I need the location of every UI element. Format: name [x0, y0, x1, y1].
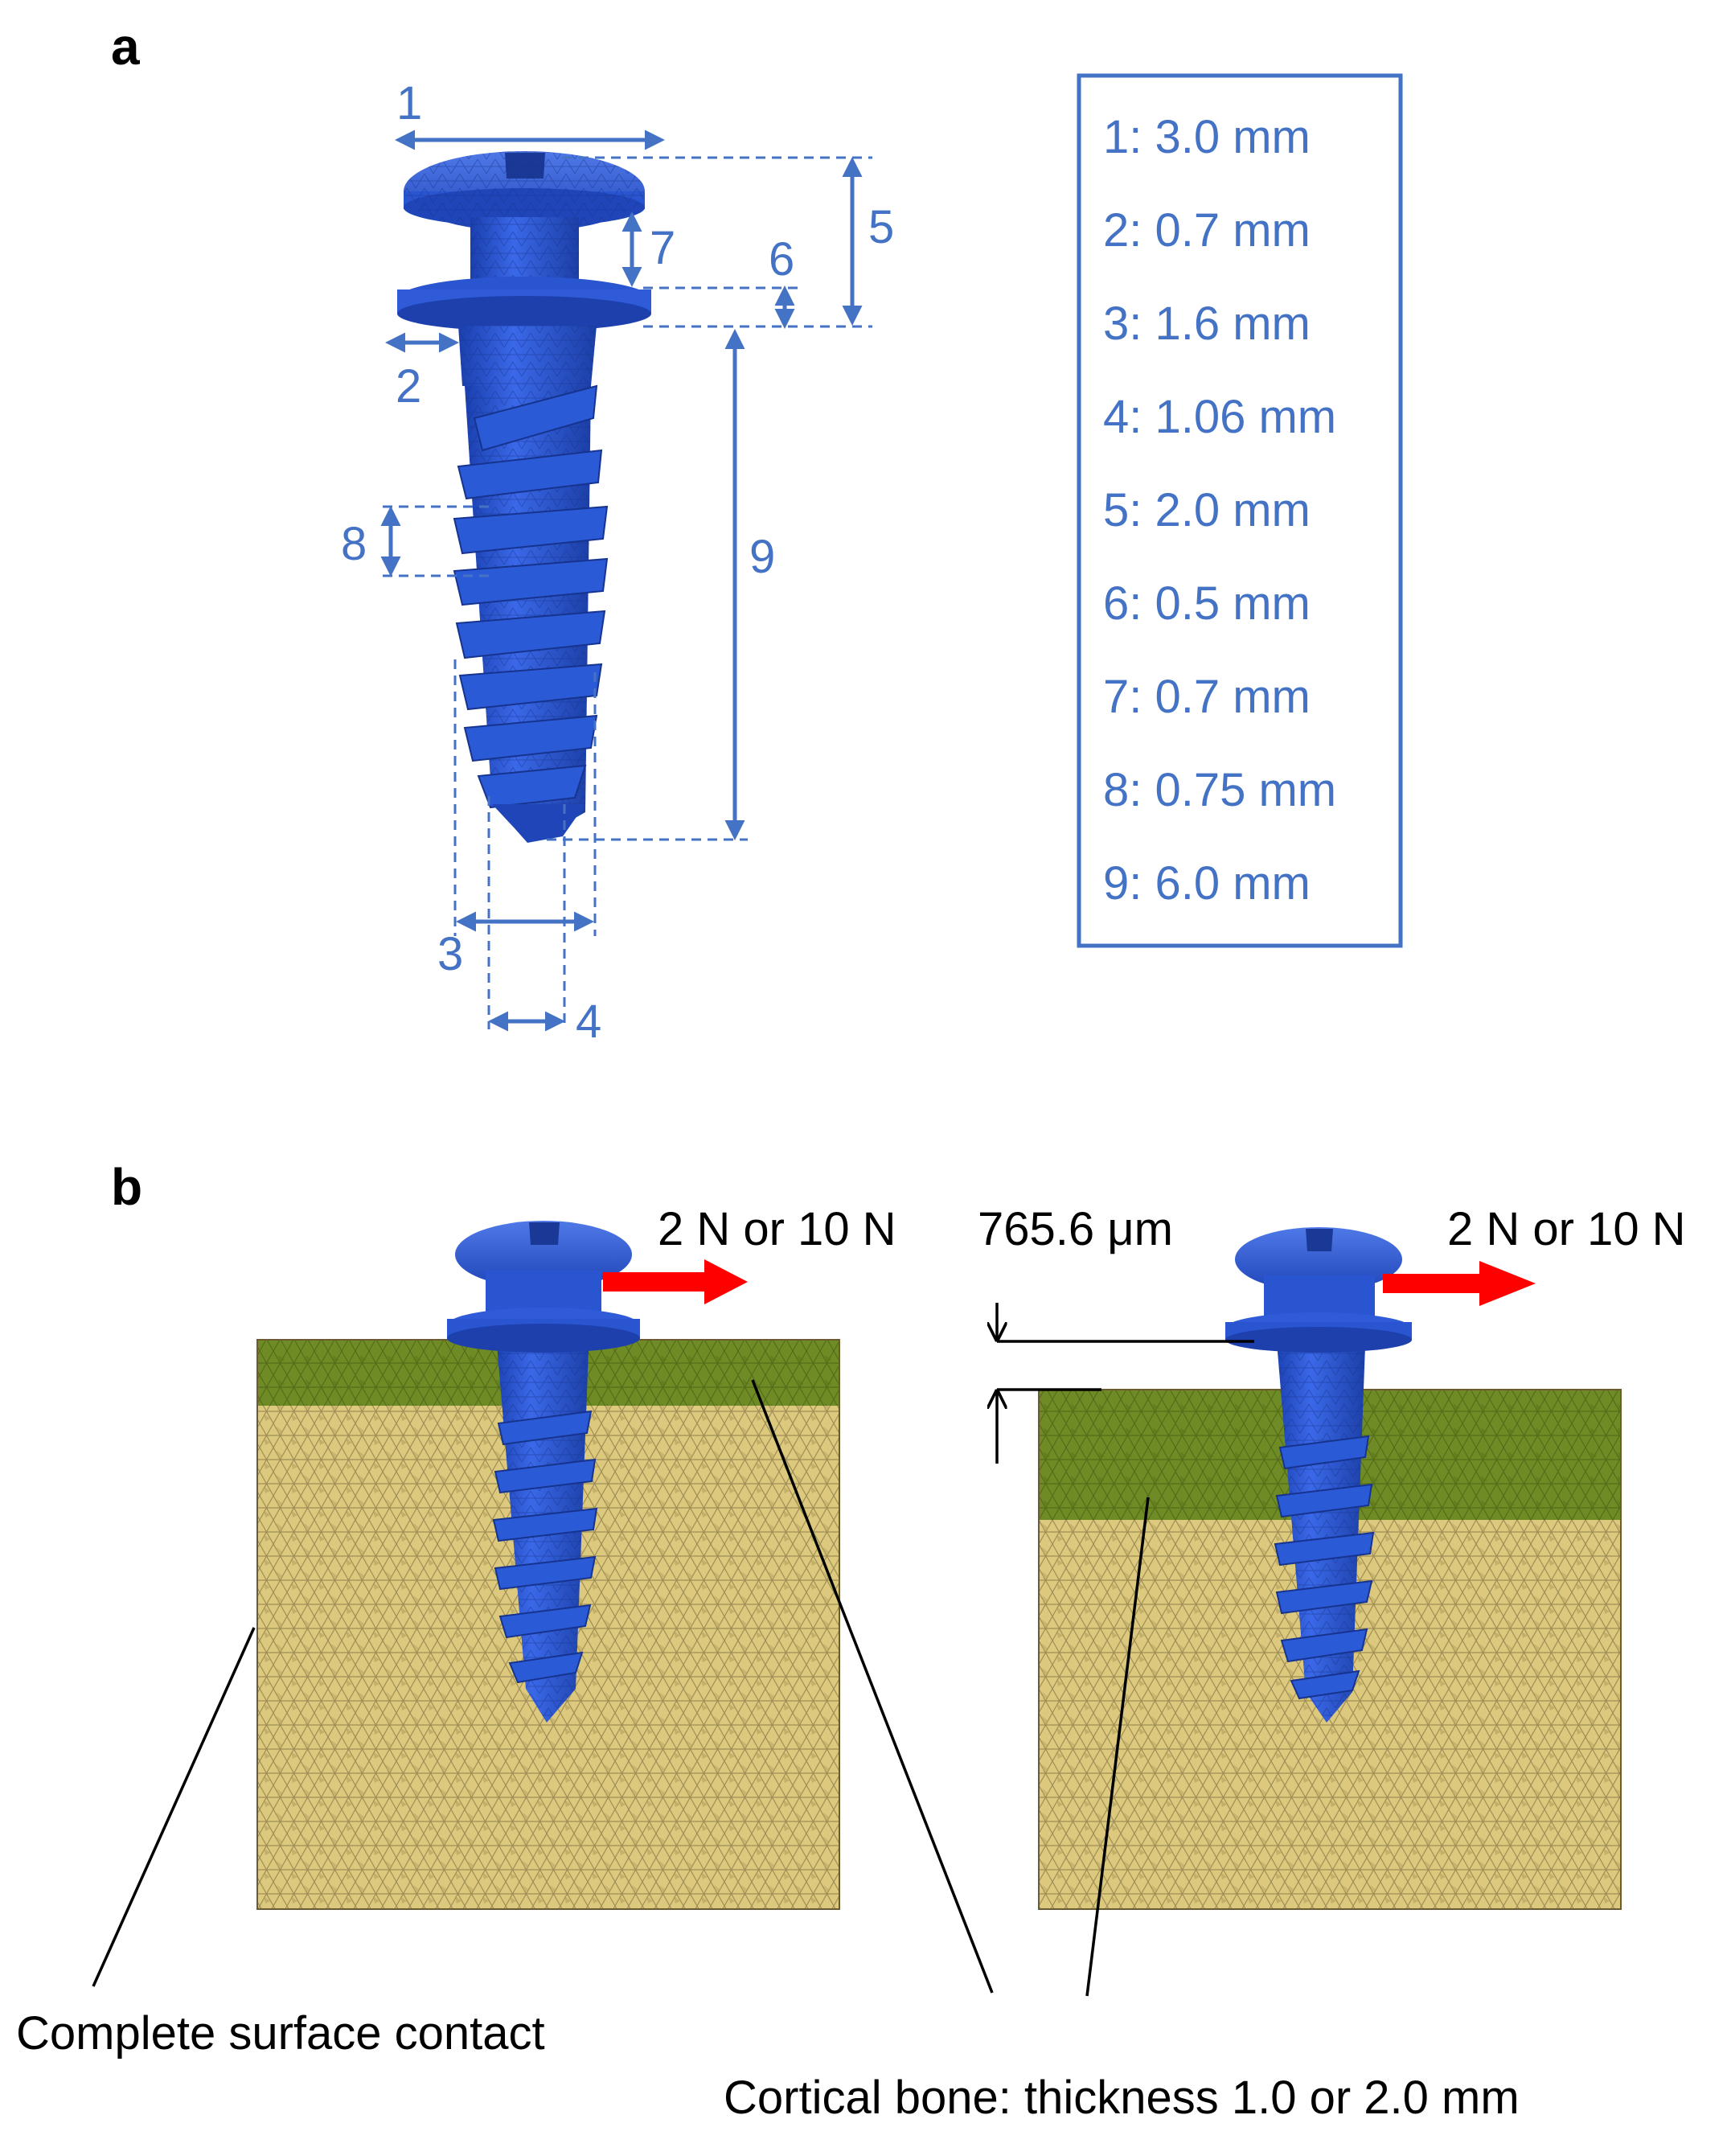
legend-item-9: 9: 6.0 mm	[1103, 857, 1311, 910]
gap-dimension	[997, 1303, 1254, 1464]
force-arrow-left	[603, 1259, 748, 1304]
legend-item-5: 5: 2.0 mm	[1103, 484, 1311, 536]
dim-6-label: 6	[769, 233, 794, 285]
dim-9-label: 9	[749, 531, 775, 583]
screw-left	[447, 1221, 640, 1723]
force-label-right: 2 N or 10 N	[1447, 1203, 1686, 1255]
screw-model-a	[397, 151, 651, 843]
legend-item-2: 2: 0.7 mm	[1103, 204, 1311, 257]
leader-lines	[92, 1379, 1150, 1997]
legend-item-7: 7: 0.7 mm	[1103, 671, 1311, 723]
dimension-legend: 1: 3.0 mm 2: 0.7 mm 3: 1.6 mm 4: 1.06 mm…	[1077, 73, 1403, 948]
dim-3-label: 3	[437, 928, 463, 980]
dimension-annotations: 1 5 7 6 2 9 8 3 4	[341, 77, 894, 1048]
legend-item-1: 1: 3.0 mm	[1103, 111, 1311, 163]
cortical-label: Cortical bone: thickness 1.0 or 2.0 mm	[724, 2072, 1520, 2124]
dim-1-label: 1	[396, 77, 422, 129]
dim-8-label: 8	[341, 518, 367, 570]
dim-2-label: 2	[396, 360, 421, 413]
panel-a-letter: a	[111, 18, 140, 76]
legend-item-4: 4: 1.06 mm	[1103, 391, 1336, 443]
legend-item-6: 6: 0.5 mm	[1103, 577, 1311, 630]
dim-5-label: 5	[868, 201, 894, 253]
screw-right	[1225, 1227, 1412, 1723]
legend-item-8: 8: 0.75 mm	[1103, 764, 1336, 816]
force-arrow-right	[1383, 1261, 1536, 1306]
legend-item-3: 3: 1.6 mm	[1103, 298, 1311, 350]
panel-b-letter: b	[111, 1158, 142, 1216]
gap-label: 765.6 μm	[978, 1203, 1173, 1255]
dim-7-label: 7	[650, 222, 675, 274]
force-label-left: 2 N or 10 N	[658, 1203, 896, 1255]
contact-label: Complete surface contact	[16, 2007, 545, 2059]
dim-4-label: 4	[576, 996, 601, 1048]
